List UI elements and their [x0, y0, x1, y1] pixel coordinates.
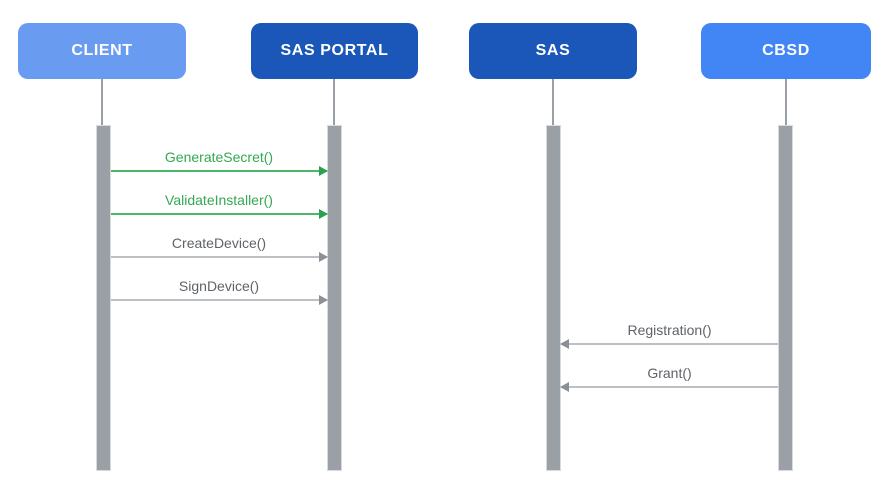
message-label: CreateDevice(): [171, 235, 267, 251]
arrowhead-icon: [319, 166, 328, 176]
actor-label-cbsd: CBSD: [762, 42, 810, 59]
arrowhead-icon: [319, 209, 328, 219]
arrowhead-icon: [560, 339, 569, 349]
actor-box: SAS: [469, 23, 637, 79]
message-label: SignDevice(): [178, 278, 260, 294]
lifeline-cbsd: [785, 79, 787, 125]
message: CreateDevice(): [111, 232, 328, 262]
message-arrow: [111, 166, 328, 176]
message: SignDevice(): [111, 275, 328, 305]
message-arrow: [111, 209, 328, 219]
message: GenerateSecret(): [111, 146, 328, 176]
message-label: Registration(): [627, 322, 712, 338]
arrowhead-icon: [319, 295, 328, 305]
activation-bar-client: [96, 125, 111, 471]
lifeline-sas: [552, 79, 554, 125]
message-arrow: [560, 382, 778, 392]
actor-box: CLIENT: [18, 23, 186, 79]
activation-bar-cbsd: [778, 125, 793, 471]
message-arrow: [111, 252, 328, 262]
message-arrow: [560, 339, 778, 349]
activation-bar-sas-portal: [327, 125, 342, 471]
arrowhead-icon: [560, 382, 569, 392]
message: Grant(): [560, 362, 778, 392]
actor-label-client: CLIENT: [71, 42, 133, 59]
message: ValidateInstaller(): [111, 189, 328, 219]
actor-box: CBSD: [701, 23, 871, 79]
lifeline-client: [101, 79, 103, 125]
message: Registration(): [560, 319, 778, 349]
actor-label-sas-portal: SAS PORTAL: [280, 42, 389, 59]
message-label: Grant(): [647, 365, 692, 381]
activation-bar-sas: [546, 125, 561, 471]
message-label: ValidateInstaller(): [165, 192, 273, 208]
actor-box: SAS PORTAL: [251, 23, 418, 79]
arrowhead-icon: [319, 252, 328, 262]
message-label: GenerateSecret(): [164, 149, 274, 165]
message-arrow: [111, 295, 328, 305]
lifeline-sas-portal: [333, 79, 335, 125]
actor-label-sas: SAS: [535, 42, 571, 59]
